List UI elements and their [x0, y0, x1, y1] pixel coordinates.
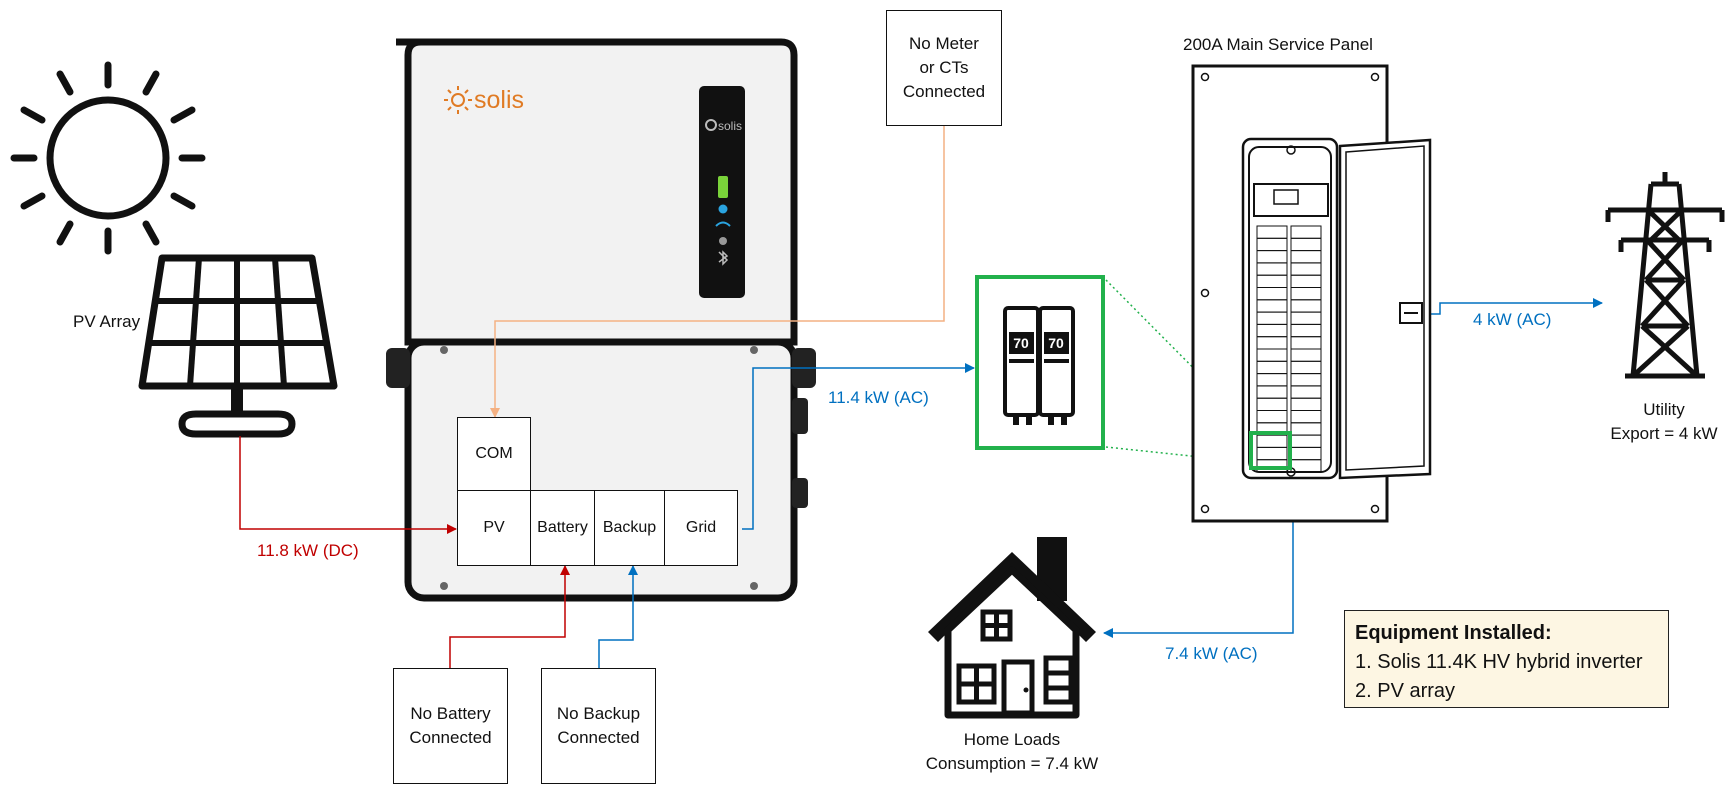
utility-label: Utility Export = 4 kW [1594, 398, 1727, 446]
no-battery-box: No Battery Connected [393, 668, 508, 784]
no-meter-box: No Meter or CTs Connected [886, 10, 1002, 126]
no-backup-box: No Backup Connected [541, 668, 656, 784]
home-loads-label: Home Loads Consumption = 7.4 kW [912, 728, 1112, 776]
pv-port: PV [457, 490, 531, 566]
backup-port: Backup [594, 490, 665, 566]
equipment-title: Equipment Installed: [1355, 622, 1552, 644]
solar-panel-icon [138, 254, 338, 438]
house-icon [928, 537, 1096, 719]
solis-logo-text: solis [474, 86, 524, 114]
no-meter-line3: Connected [902, 82, 986, 101]
pv-array-label: PV Array [73, 312, 141, 331]
pv-dc-flow-label: 11.8 kW (DC) [257, 541, 359, 560]
panel-slot [1256, 459, 1288, 473]
service-panel-icon [1191, 64, 1432, 523]
com-line [490, 126, 945, 418]
no-backup-line2: Connected [557, 728, 640, 747]
breaker-rating-right: 70 [1048, 335, 1064, 351]
display-brand: solis [718, 119, 742, 133]
equipment-item-2: 2. PV array [1355, 680, 1456, 702]
transmission-tower-icon [1605, 172, 1725, 379]
no-battery-line2: Connected [409, 728, 492, 747]
battery-line [449, 565, 570, 668]
home-ac-line [1103, 521, 1294, 638]
equipment-installed-box: Equipment Installed: 1. Solis 11.4K HV h… [1344, 610, 1669, 708]
no-meter-line1: No Meter [909, 34, 979, 53]
home-loads-label-line1: Home Loads [963, 730, 1061, 749]
equipment-item-1: 1. Solis 11.4K HV hybrid inverter [1355, 651, 1643, 673]
breaker-callout-top [1105, 279, 1258, 433]
utility-label-line1: Utility [1643, 400, 1685, 419]
breaker-rating-left: 70 [1013, 335, 1029, 351]
grid-ac-flow-label: 11.4 kW (AC) [828, 388, 929, 407]
home-loads-label-line2: Consumption = 7.4 kW [925, 754, 1099, 773]
grid-ac-line [742, 363, 975, 530]
sun-icon [10, 61, 206, 255]
battery-port: Battery [530, 490, 595, 566]
solis-logo-icon [444, 86, 472, 114]
breaker-icon: 70 70 [975, 275, 1105, 450]
grid-port: Grid [664, 490, 738, 566]
pv-dc-line [239, 436, 457, 534]
home-ac-flow-label: 7.4 kW (AC) [1165, 644, 1258, 663]
no-meter-line2: or CTs [919, 58, 969, 77]
utility-label-line2: Export = 4 kW [1610, 424, 1718, 443]
service-panel-label: 200A Main Service Panel [1183, 35, 1373, 54]
com-port: COM [457, 417, 531, 491]
no-battery-line1: No Battery [410, 704, 491, 723]
utility-ac-flow-label: 4 kW (AC) [1473, 310, 1552, 329]
utility-ac-line [1424, 298, 1603, 315]
no-backup-line1: No Backup [556, 704, 641, 723]
panel-breaker-slots [1256, 225, 1322, 473]
backup-line [598, 565, 638, 668]
